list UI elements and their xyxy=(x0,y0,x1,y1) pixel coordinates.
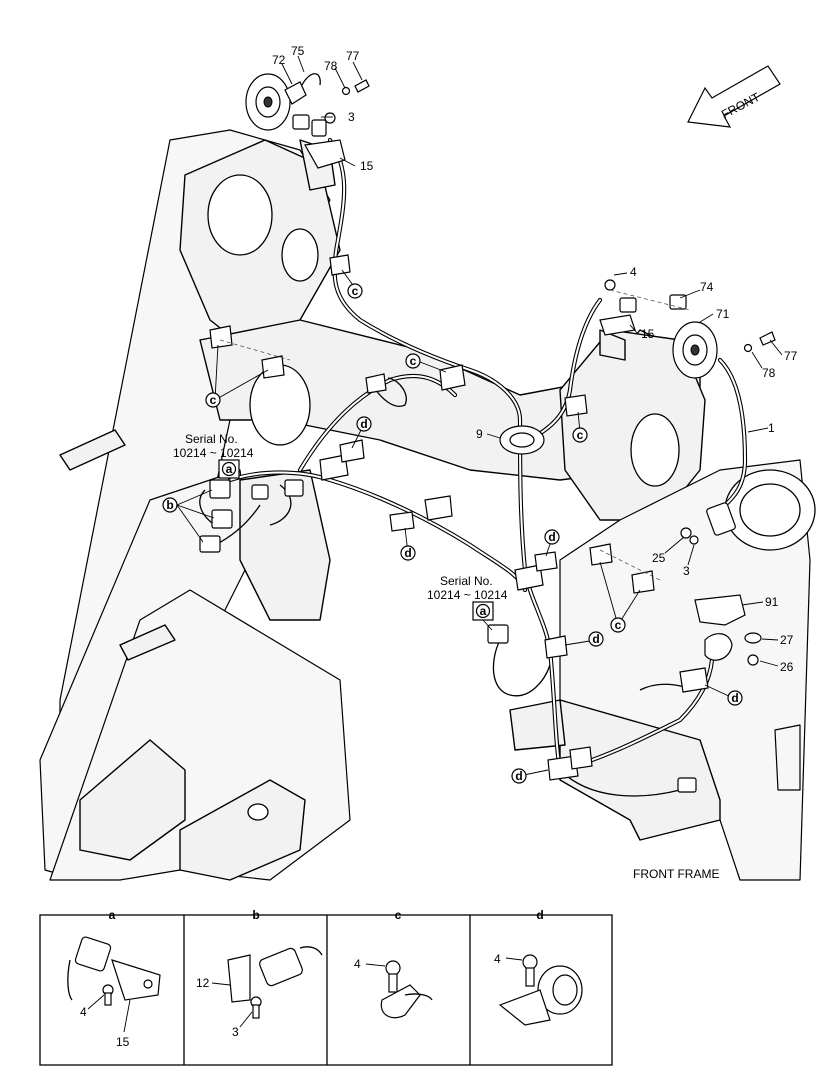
label-1: 1 xyxy=(768,421,775,435)
svg-text:b: b xyxy=(252,908,259,922)
label-4-right: 4 xyxy=(630,265,637,279)
svg-text:c: c xyxy=(615,618,622,632)
label-75: 75 xyxy=(291,44,305,58)
ref-d-1: d xyxy=(356,416,372,432)
connector-lower-a xyxy=(487,624,697,793)
ref-a-lower: a xyxy=(472,601,494,621)
detail-panel-d: d 4 xyxy=(494,908,583,1026)
detail-panels: a 4 15 b 12 3 c xyxy=(39,908,613,1066)
svg-text:d: d xyxy=(360,417,367,431)
label-78-top: 78 xyxy=(324,59,338,73)
svg-text:d: d xyxy=(404,546,411,560)
front-frame-body xyxy=(39,129,816,881)
svg-text:4: 4 xyxy=(494,952,501,966)
svg-text:d: d xyxy=(731,691,738,705)
label-26: 26 xyxy=(780,660,794,674)
svg-text:4: 4 xyxy=(80,1005,87,1019)
ref-c-right: c xyxy=(572,427,588,443)
label-77-right: 77 xyxy=(784,349,798,363)
svg-text:10214 ~ 10214: 10214 ~ 10214 xyxy=(173,446,254,460)
grommet-9 xyxy=(499,425,545,455)
label-71: 71 xyxy=(716,307,730,321)
ref-a-upper: a xyxy=(218,459,240,479)
svg-text:c: c xyxy=(577,428,584,442)
label-77-top: 77 xyxy=(346,49,360,63)
svg-text:10214 ~ 10214: 10214 ~ 10214 xyxy=(427,588,508,602)
label-25: 25 xyxy=(652,551,666,565)
svg-text:d: d xyxy=(548,530,555,544)
svg-text:b: b xyxy=(166,498,173,512)
ref-d-6: d xyxy=(511,768,527,784)
svg-text:15: 15 xyxy=(116,1035,130,1049)
label-9: 9 xyxy=(476,427,483,441)
harness-clamps xyxy=(209,254,709,781)
label-91: 91 xyxy=(765,595,779,609)
svg-text:4: 4 xyxy=(354,957,361,971)
diagram-title: FRONT FRAME xyxy=(633,867,719,881)
label-74: 74 xyxy=(700,280,714,294)
label-3-top: 3 xyxy=(348,110,355,124)
horn-front-left xyxy=(245,73,370,169)
svg-text:c: c xyxy=(395,908,402,922)
svg-text:c: c xyxy=(352,284,359,298)
svg-text:12: 12 xyxy=(196,976,210,990)
svg-text:d: d xyxy=(536,908,543,922)
svg-text:c: c xyxy=(210,393,217,407)
serial-note-lower: Serial No. 10214 ~ 10214 xyxy=(427,574,508,602)
svg-text:3: 3 xyxy=(232,1025,239,1039)
front-direction-arrow: FRONT xyxy=(687,65,781,128)
horn-front-right xyxy=(599,279,776,379)
ref-d-2: d xyxy=(400,545,416,561)
svg-text:d: d xyxy=(592,632,599,646)
ref-b: b xyxy=(162,497,178,513)
label-15-right: 15 xyxy=(641,327,655,341)
svg-text:d: d xyxy=(515,769,522,783)
ref-c-top: c xyxy=(347,283,363,299)
reference-dashes xyxy=(219,289,691,581)
detail-panel-a: a 4 15 xyxy=(67,908,161,1049)
svg-text:Serial No.: Serial No. xyxy=(440,574,493,588)
ref-c-left: c xyxy=(205,392,221,408)
label-27: 27 xyxy=(780,633,794,647)
label-3-right: 3 xyxy=(683,564,690,578)
detail-panel-b: b 12 3 xyxy=(196,908,323,1039)
svg-text:a: a xyxy=(480,604,487,618)
connectors-group-b xyxy=(199,479,304,553)
serial-note-upper: Serial No. 10214 ~ 10214 xyxy=(173,432,254,460)
label-78-right: 78 xyxy=(762,366,776,380)
leader-lines xyxy=(176,55,783,777)
ref-d-3: d xyxy=(544,529,560,545)
bracket-91 xyxy=(694,594,762,666)
label-72: 72 xyxy=(272,53,286,67)
ref-c-mid: c xyxy=(405,353,421,369)
reference-letter-callouts: c c c c c d d d d d d b a a xyxy=(162,283,743,784)
connector-right-side xyxy=(680,502,736,545)
ref-d-5: d xyxy=(727,690,743,706)
part-number-labels: 72 75 77 78 3 15 4 74 71 15 77 78 9 1 25… xyxy=(272,44,798,674)
ref-d-4: d xyxy=(588,631,604,647)
detail-panel-c: c 4 xyxy=(354,908,433,1019)
label-15-top: 15 xyxy=(360,159,374,173)
svg-text:Serial No.: Serial No. xyxy=(185,432,238,446)
svg-text:a: a xyxy=(109,908,116,922)
svg-text:c: c xyxy=(410,354,417,368)
ref-c-lower: c xyxy=(610,617,626,633)
svg-text:a: a xyxy=(226,462,233,476)
